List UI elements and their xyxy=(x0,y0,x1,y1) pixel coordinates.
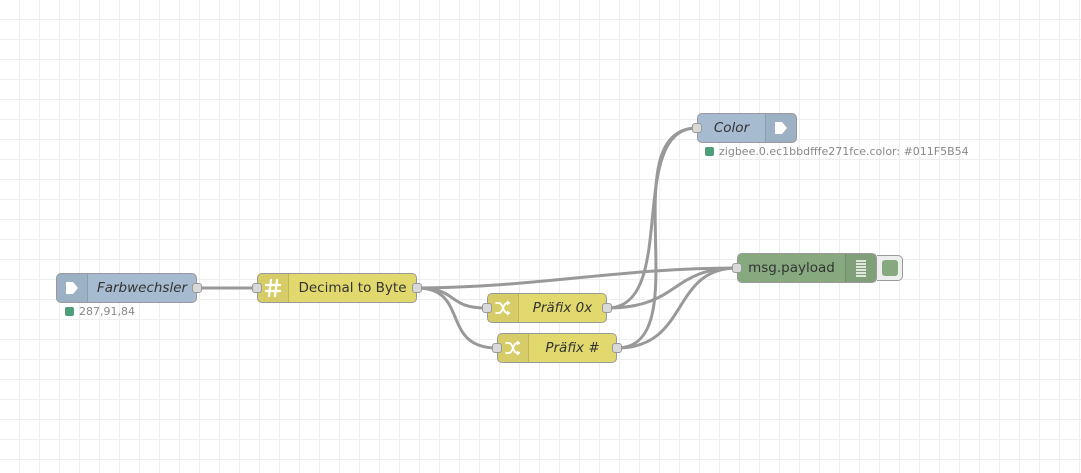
msg-payload-input-port[interactable] xyxy=(732,263,742,273)
arrow-out-icon xyxy=(765,114,796,142)
debug-toggle-indicator xyxy=(881,260,898,276)
color-label: Color xyxy=(713,120,750,136)
wire-praefixhash-to-debug xyxy=(615,266,739,350)
status-dot xyxy=(705,147,714,156)
wire-praefixhash-to-color xyxy=(615,126,699,350)
arrow-in-icon xyxy=(57,274,88,302)
farbwechsler-label: Farbwechsler xyxy=(96,280,188,296)
decimal-to-byte-label: Decimal to Byte xyxy=(298,280,407,296)
status-dot xyxy=(65,307,74,316)
praefix-hash-node[interactable]: Präfix # xyxy=(492,333,622,363)
color-status-text: zigbee.0.ec1bbdfffe271fce.color: #011F5B… xyxy=(719,145,969,158)
farbwechsler-node[interactable]: Farbwechsler xyxy=(56,273,202,303)
farbwechsler-status-text: 287,91,84 xyxy=(79,305,135,318)
color-status: zigbee.0.ec1bbdfffe271fce.color: #011F5B… xyxy=(705,145,969,158)
decimal-to-byte-input-port[interactable] xyxy=(252,283,262,293)
farbwechsler-status: 287,91,84 xyxy=(65,305,135,318)
decimal-to-byte-node[interactable]: Decimal to Byte xyxy=(252,273,422,303)
wire-decimal-to-praefixhash xyxy=(415,286,499,350)
praefix-hash-output-port[interactable] xyxy=(612,343,622,353)
wire-praefix0x-to-color xyxy=(605,126,699,310)
shuffle-icon xyxy=(498,334,529,362)
wire-decimal-to-praefix0x xyxy=(415,286,489,310)
praefix-hash-label: Präfix # xyxy=(545,340,600,356)
praefix-0x-label: Präfix 0x xyxy=(532,300,593,316)
msg-payload-label: msg.payload xyxy=(748,260,835,276)
color-node[interactable]: Color xyxy=(692,113,797,143)
debug-toggle-button[interactable] xyxy=(877,255,903,281)
wire-decimal-to-debug xyxy=(415,266,739,290)
hash-icon xyxy=(258,274,289,302)
decimal-to-byte-output-port[interactable] xyxy=(412,283,422,293)
msg-payload-node[interactable]: msg.payload xyxy=(732,253,877,283)
color-input-port[interactable] xyxy=(692,123,702,133)
praefix-0x-node[interactable]: Präfix 0x xyxy=(482,293,612,323)
praefix-0x-output-port[interactable] xyxy=(602,303,612,313)
shuffle-icon xyxy=(488,294,519,322)
wire-praefix0x-to-debug xyxy=(605,266,739,310)
praefix-0x-input-port[interactable] xyxy=(482,303,492,313)
farbwechsler-output-port[interactable] xyxy=(192,283,202,293)
list-icon xyxy=(845,254,876,282)
praefix-hash-input-port[interactable] xyxy=(492,343,502,353)
